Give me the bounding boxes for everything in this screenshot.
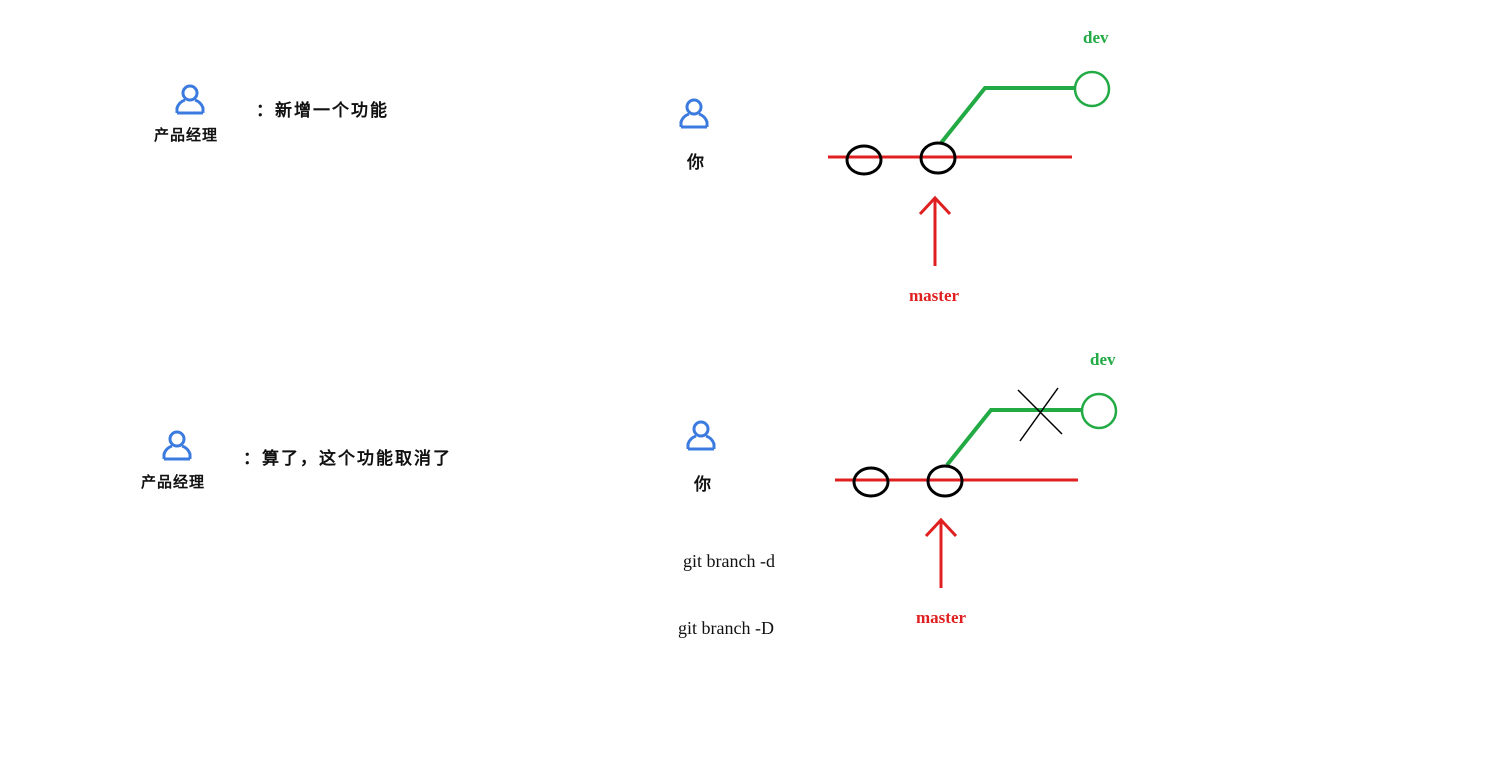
- dev-label: dev: [1083, 28, 1109, 47]
- person-icon: [162, 430, 192, 461]
- command-delete: git branch -d: [683, 551, 775, 571]
- person-icon: [175, 84, 205, 115]
- delete-cross-mark: [1017, 387, 1063, 442]
- you-label: 你: [694, 475, 713, 494]
- pm-speech: ：算了，这个功能取消了: [243, 449, 452, 468]
- pm-label: 产品经理: [141, 475, 206, 491]
- pm-speech: ：新增一个功能: [256, 101, 389, 120]
- person-icon: [686, 420, 716, 451]
- commit-1: [852, 466, 890, 498]
- person-icon: [679, 98, 709, 129]
- master-label: master: [916, 608, 967, 627]
- dev-label: dev: [1090, 350, 1116, 369]
- master-label: master: [909, 286, 960, 305]
- you-label: 你: [687, 153, 706, 172]
- dev-branch-line: [939, 86, 1075, 145]
- command-force-delete: git branch -D: [678, 618, 774, 638]
- commit-1: [845, 144, 883, 176]
- dev-branch-line: [945, 408, 1083, 467]
- commit-2: [926, 464, 964, 498]
- dev-commit: [1073, 70, 1111, 108]
- commit-2: [919, 141, 957, 175]
- dev-commit: [1080, 392, 1118, 430]
- pm-label: 产品经理: [154, 128, 219, 144]
